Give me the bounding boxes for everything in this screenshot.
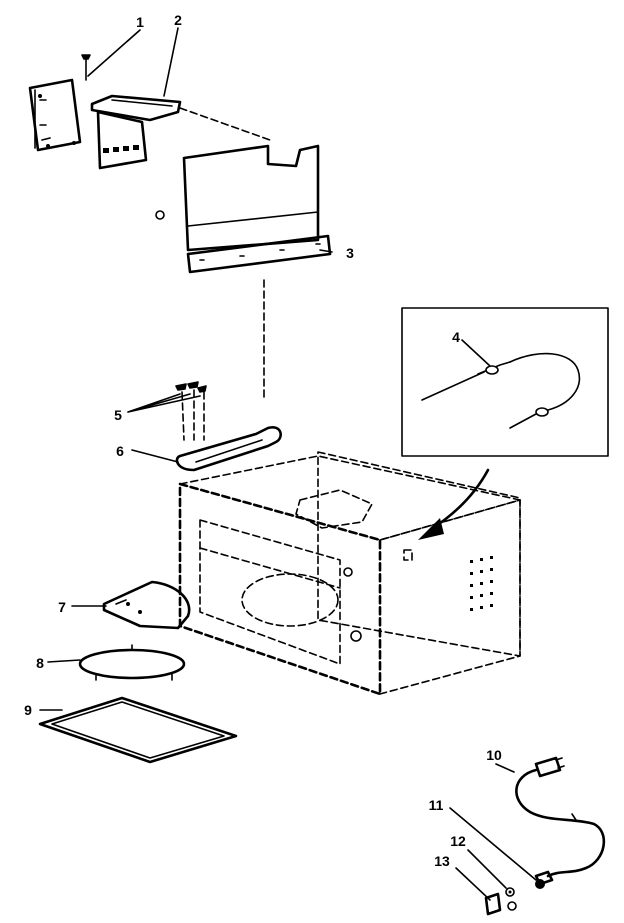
part-11-grommet [535, 879, 545, 889]
part-3-vent-panel [155, 144, 332, 274]
part-9-glass-tray [38, 696, 238, 764]
part-2-control-bracket [90, 94, 182, 170]
guide-line-2-3 [179, 107, 271, 141]
callout-8: 8 [36, 655, 44, 671]
callout-3: 3 [346, 245, 354, 261]
callout-5: 5 [114, 407, 122, 423]
oven-cavity [178, 451, 521, 696]
part-7-stirrer-cover [102, 580, 191, 630]
callout-13: 13 [434, 853, 450, 869]
callout-7: 7 [58, 599, 66, 615]
callout-4: 4 [452, 329, 460, 345]
part-1-control-cover [28, 78, 82, 152]
part-4-inset-box [401, 307, 609, 457]
leader-lines [39, 27, 537, 901]
part-13-strain-relief [484, 892, 517, 916]
part-12-nut [505, 887, 515, 897]
part-10-power-cord [515, 756, 606, 886]
callout-12: 12 [450, 833, 466, 849]
part-8-roller-ring [78, 644, 186, 681]
part-6-door-handle [175, 426, 282, 472]
callout-11: 11 [429, 797, 444, 813]
part-4-temperature-probe [421, 352, 581, 429]
callout-6: 6 [116, 443, 124, 459]
callout-2: 2 [174, 12, 182, 28]
part-1-screw [81, 54, 91, 81]
callout-1: 1 [136, 14, 144, 30]
callout-10: 10 [486, 747, 502, 763]
callout-9: 9 [24, 702, 32, 718]
part-5-screws [175, 381, 207, 441]
